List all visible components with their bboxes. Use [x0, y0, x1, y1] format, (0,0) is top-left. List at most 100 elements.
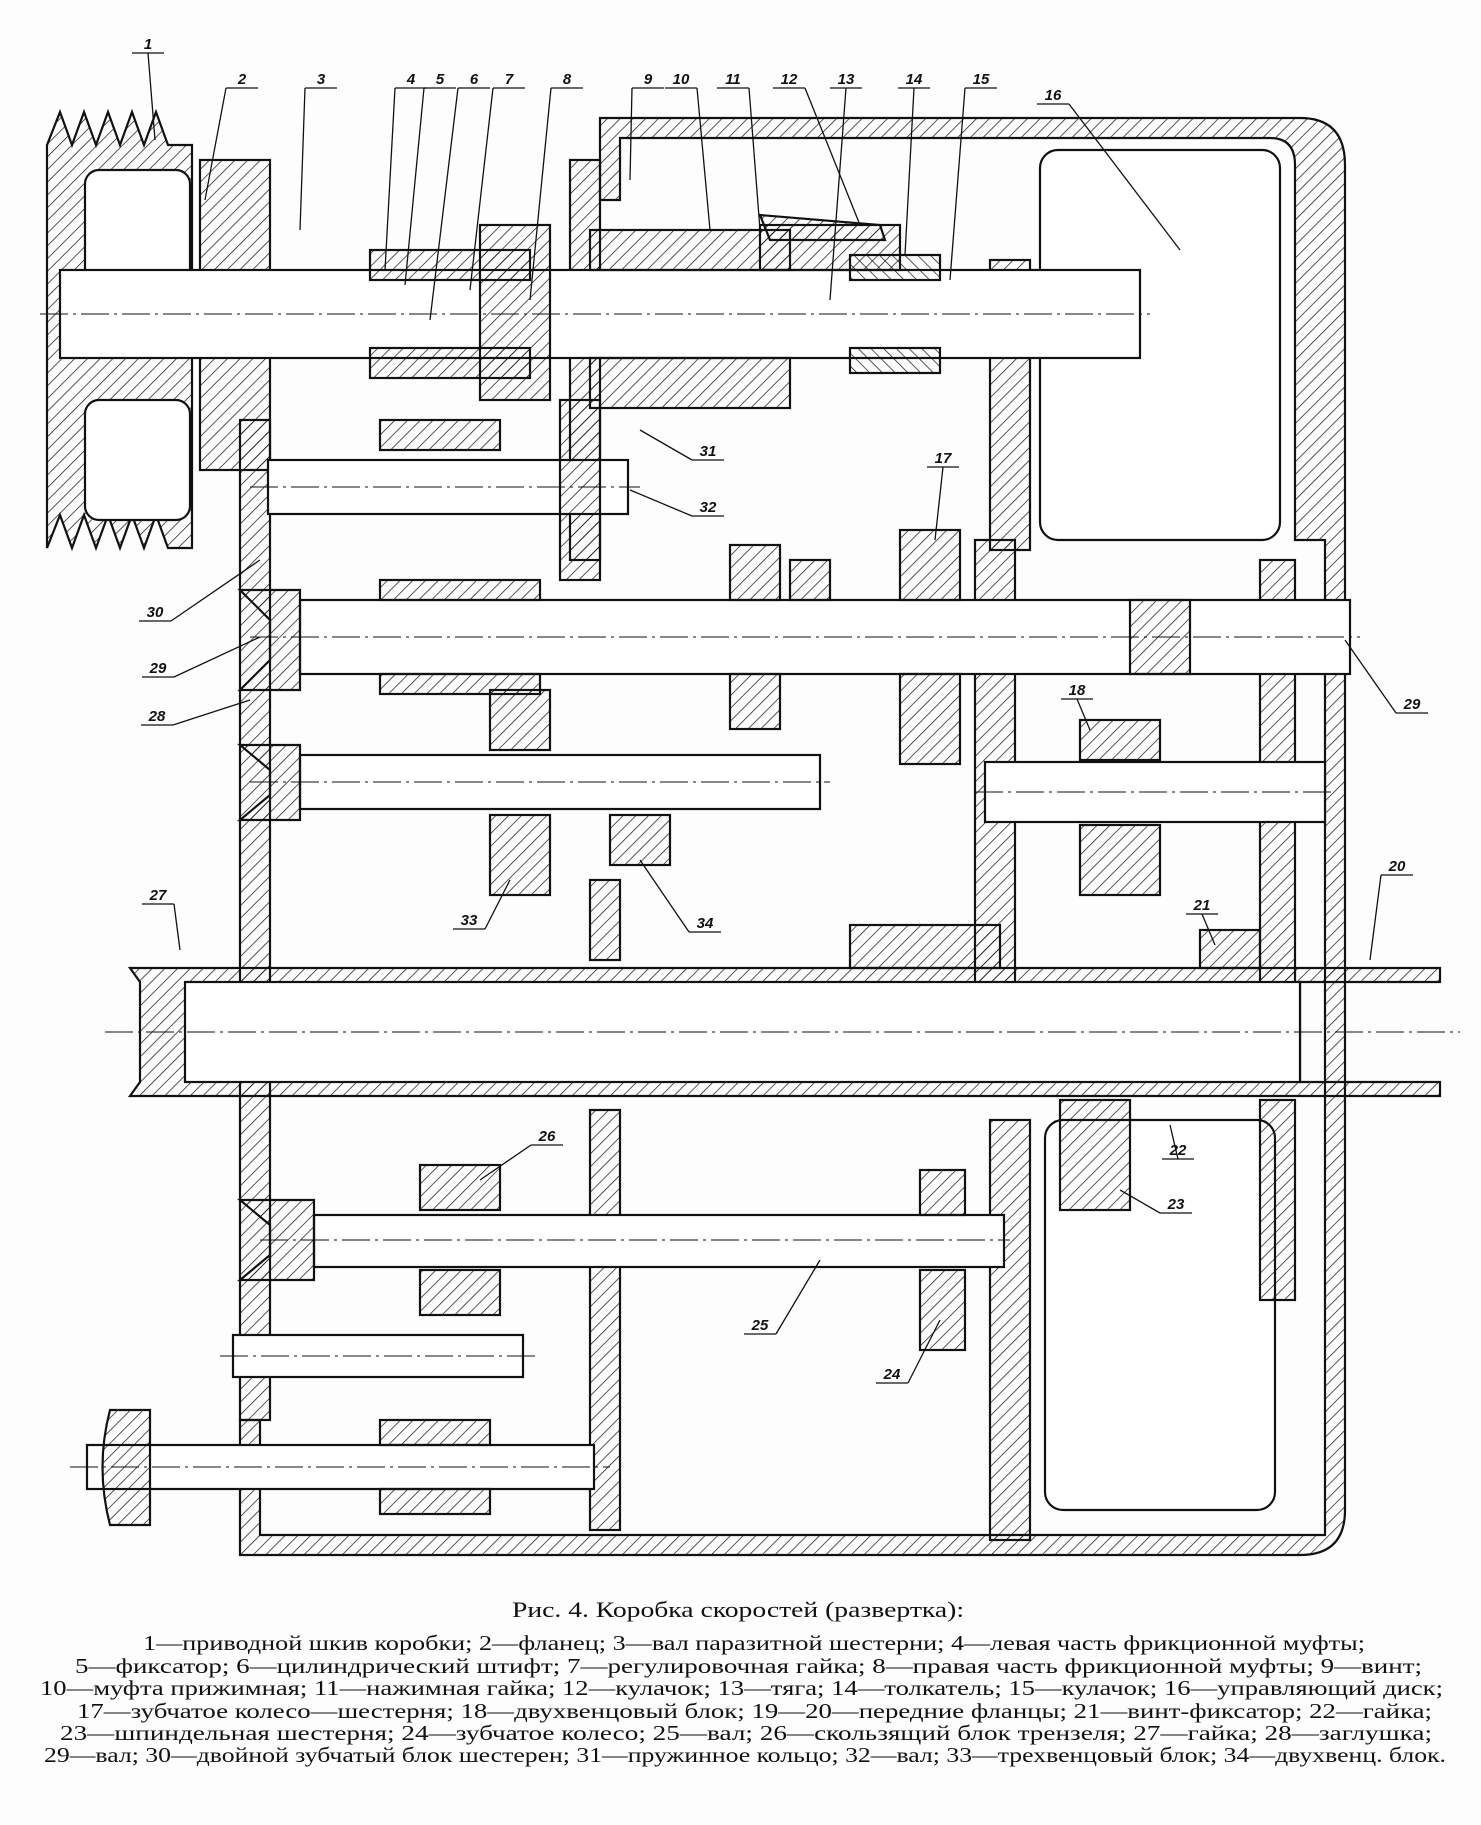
leader-line: [639, 859, 690, 933]
figure-title: Рис. 4. Коробка скоростей (развертка):: [512, 1597, 964, 1622]
leader-line: [172, 699, 251, 726]
callout-number: 9: [644, 71, 653, 88]
leader-line: [173, 636, 261, 678]
legend-line: 29—вал; 30—двойной зубчатый блок шестере…: [44, 1743, 1446, 1767]
callout-14: 14: [898, 71, 930, 256]
leader-line: [829, 87, 847, 301]
callout-number: 17: [935, 450, 952, 467]
callout-25: 25: [744, 1259, 821, 1335]
callout-6: 6: [429, 71, 490, 321]
callout-number: 6: [470, 71, 479, 88]
leader-line: [775, 1259, 821, 1335]
callout-28: 28: [141, 699, 251, 726]
callout-number: 31: [700, 443, 717, 460]
callout-number: 14: [906, 71, 923, 88]
callout-number: 10: [673, 71, 690, 88]
shaft-29: [237, 528, 1360, 766]
leader-line: [469, 87, 494, 291]
leader-line: [748, 87, 761, 231]
leader-line: [479, 1144, 532, 1181]
callout-number: 12: [781, 71, 798, 88]
callout-number: 34: [697, 915, 714, 932]
leader-line: [173, 903, 181, 951]
callout-number: 23: [1167, 1196, 1185, 1213]
legend-line: 5—фиксатор; 6—цилиндрический штифт; 7—ре…: [75, 1654, 1422, 1678]
callout-number: 2: [237, 71, 247, 88]
callout-31: 31: [639, 429, 724, 461]
callout-18: 18: [1061, 682, 1093, 731]
callout-30: 30: [139, 559, 261, 622]
callout-17: 17: [927, 450, 959, 541]
leader-line: [429, 87, 459, 321]
callout-number: 25: [751, 1317, 769, 1334]
callout-27: 27: [142, 887, 181, 951]
leader-line: [1169, 1124, 1179, 1160]
leader-line: [170, 559, 261, 622]
callout-5: 5: [404, 71, 456, 286]
callout-3: 3: [299, 71, 337, 231]
leader-line: [484, 879, 511, 930]
callout-22: 22: [1162, 1124, 1194, 1160]
callout-number: 28: [148, 708, 166, 725]
callout-11: 11: [717, 71, 761, 231]
figure-caption: Рис. 4. Коробка скоростей (развертка): 1…: [40, 1597, 1446, 1767]
callout-number: 1: [144, 36, 152, 53]
leader-line: [1076, 698, 1091, 731]
callout-number: 5: [436, 71, 445, 88]
callout-21: 21: [1186, 897, 1218, 946]
leader-line: [1201, 913, 1216, 946]
leader-line: [934, 466, 944, 541]
callout-number: 30: [147, 604, 164, 621]
callout-number: 22: [1169, 1142, 1187, 1159]
callout-number: 15: [973, 71, 990, 88]
leader-line: [804, 87, 861, 226]
bottom-shafts: [70, 1333, 610, 1527]
legend-line: 23—шпиндельная шестерня; 24—зубчатое кол…: [60, 1721, 1432, 1745]
callout-34: 34: [639, 859, 721, 933]
callout-24: 24: [876, 1319, 941, 1384]
main-clutch-shaft: [40, 213, 1150, 410]
callout-20: 20: [1369, 858, 1413, 961]
callout-number: 29: [149, 660, 167, 677]
callout-32: 32: [629, 489, 724, 517]
callout-number: 26: [538, 1128, 556, 1145]
leader-line: [1369, 874, 1382, 961]
leader-line: [696, 87, 711, 231]
leader-line: [904, 87, 915, 256]
shaft-25: [236, 1163, 1010, 1352]
callout-number: 11: [725, 71, 741, 88]
callout-23: 23: [1119, 1189, 1192, 1214]
callout-9: 9: [629, 71, 664, 181]
callout-number: 32: [700, 499, 717, 516]
callout-29: 29: [1344, 639, 1428, 714]
callout-10: 10: [665, 71, 711, 231]
callout-29: 29: [142, 636, 261, 678]
legend-line: 10—муфта прижимная; 11—нажимная гайка; 1…: [40, 1676, 1443, 1700]
callout-7: 7: [469, 71, 525, 291]
leader-line: [529, 87, 552, 301]
callout-number: 18: [1069, 682, 1086, 699]
leader-line: [629, 489, 693, 517]
callout-16: 16: [1037, 87, 1181, 251]
callout-number: 24: [883, 1366, 901, 1383]
leader-line: [1119, 1189, 1161, 1214]
callout-number: 20: [1388, 858, 1406, 875]
callout-number: 13: [838, 71, 855, 88]
legend-line: 17—зубчатое колесо—шестерня; 18—двухвенц…: [77, 1699, 1432, 1723]
callout-33: 33: [453, 879, 511, 930]
callout-1: 1: [132, 36, 164, 141]
shaft-32: [250, 398, 640, 582]
leader-line: [1068, 103, 1181, 251]
shaft-33-34: [236, 688, 1335, 897]
leader-line: [1344, 639, 1397, 714]
leader-line: [639, 429, 693, 461]
callout-15: 15: [949, 71, 997, 281]
callout-number: 4: [406, 71, 416, 88]
callout-number: 27: [149, 887, 167, 904]
callout-number: 8: [563, 71, 572, 88]
leader-line: [404, 87, 425, 286]
callout-4: 4: [384, 71, 427, 271]
